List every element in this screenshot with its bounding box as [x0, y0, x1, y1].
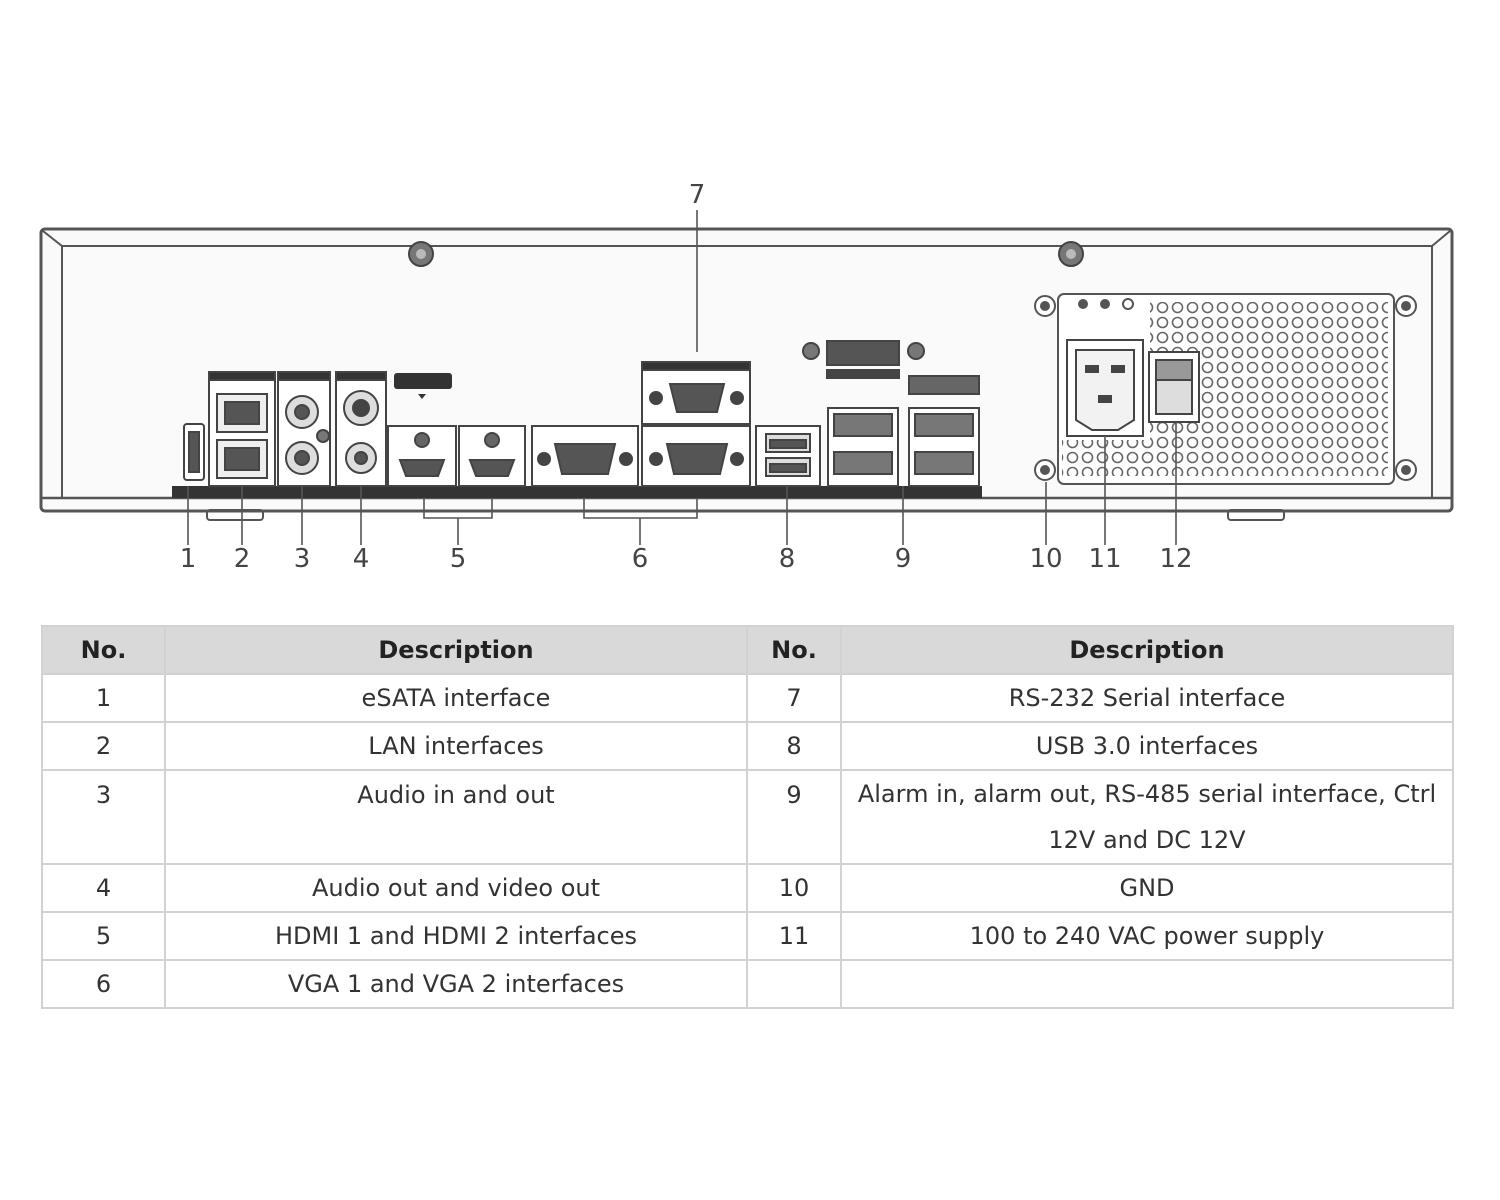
item-description: Alarm in, alarm out, RS-485 serial inter…: [840, 769, 1454, 865]
table-header-row: No. Description No. Description: [41, 625, 1454, 675]
item-description: [840, 959, 1454, 1009]
power-switch-icon: [1148, 351, 1200, 423]
table-row: 1 eSATA interface 7 RS-232 Serial interf…: [41, 673, 1454, 723]
port-strip: [172, 486, 982, 498]
callout-number: 4: [353, 544, 370, 574]
audio-video-port-icon: [335, 371, 387, 487]
table-row: 5 HDMI 1 and HDMI 2 interfaces 11 100 to…: [41, 911, 1454, 961]
item-number: [746, 959, 842, 1009]
header-description: Description: [164, 625, 748, 675]
callout-number: 6: [632, 544, 649, 574]
item-number: 8: [746, 721, 842, 771]
screw-icon: [408, 241, 434, 267]
item-description: Audio in and out: [164, 769, 748, 865]
screw-icon: [1058, 241, 1084, 267]
vga-port-icon: [531, 425, 639, 487]
item-description: eSATA interface: [164, 673, 748, 723]
callout-number: 7: [689, 180, 706, 210]
callout-number: 8: [779, 544, 796, 574]
item-description: RS-232 Serial interface: [840, 673, 1454, 723]
item-number: 9: [746, 769, 842, 865]
table-row: 2 LAN interfaces 8 USB 3.0 interfaces: [41, 721, 1454, 771]
callout-number: 12: [1159, 544, 1192, 574]
callout-leader-lines: [187, 210, 1177, 545]
esata-port-icon: [183, 423, 205, 481]
callout-number: 9: [895, 544, 912, 574]
item-number: 2: [41, 721, 166, 771]
item-description: Audio out and video out: [164, 863, 748, 913]
item-description: 100 to 240 VAC power supply: [840, 911, 1454, 961]
item-description: VGA 1 and VGA 2 interfaces: [164, 959, 748, 1009]
table-row: 4 Audio out and video out 10 GND: [41, 863, 1454, 913]
item-number: 1: [41, 673, 166, 723]
callout-number: 5: [450, 544, 467, 574]
item-number: 5: [41, 911, 166, 961]
vga-port-icon: [641, 425, 751, 487]
alarm-terminal-block-icon: [802, 340, 980, 487]
hdmi-logo-icon: [394, 373, 452, 399]
callout-number: 10: [1029, 544, 1062, 574]
usb-port-icon: [755, 425, 821, 487]
item-number: 4: [41, 863, 166, 913]
gnd-terminal-icon: [1034, 459, 1056, 481]
header-no: No.: [41, 625, 166, 675]
hdmi-port-icon: [387, 425, 457, 487]
item-number: 7: [746, 673, 842, 723]
item-description: USB 3.0 interfaces: [840, 721, 1454, 771]
item-number: 6: [41, 959, 166, 1009]
callout-number: 3: [294, 544, 311, 574]
device-rear-panel-diagram: 1 2 3 4 5 6 7 8 9 10 11 12: [39, 180, 1454, 574]
rs232-port-icon: [641, 361, 751, 425]
hdmi-port-icon: [458, 425, 526, 487]
item-description: HDMI 1 and HDMI 2 interfaces: [164, 911, 748, 961]
audio-port-icon: [277, 371, 331, 487]
header-description: Description: [840, 625, 1454, 675]
item-description: GND: [840, 863, 1454, 913]
item-number: 10: [746, 863, 842, 913]
ac-power-inlet-icon: [1066, 339, 1144, 437]
callout-number: 2: [234, 544, 251, 574]
lan-port-icon: [208, 371, 276, 487]
callout-number: 1: [180, 544, 197, 574]
interface-description-table: No. Description No. Description 1 eSATA …: [41, 625, 1454, 1009]
item-description: LAN interfaces: [164, 721, 748, 771]
table-row: 3 Audio in and out 9 Alarm in, alarm out…: [41, 769, 1454, 865]
header-no: No.: [746, 625, 842, 675]
item-number: 11: [746, 911, 842, 961]
callout-number: 11: [1088, 544, 1121, 574]
item-number: 3: [41, 769, 166, 865]
table-row: 6 VGA 1 and VGA 2 interfaces: [41, 959, 1454, 1009]
